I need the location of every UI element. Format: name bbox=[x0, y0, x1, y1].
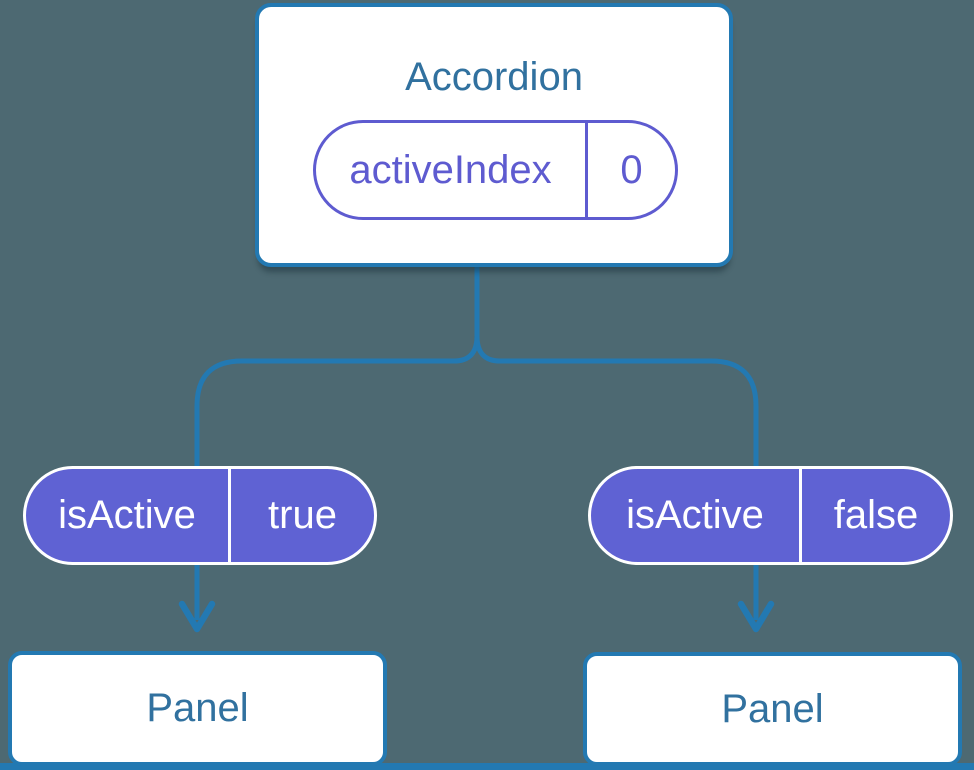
prop-name: isActive bbox=[626, 493, 764, 537]
pill-divider bbox=[228, 469, 231, 562]
connector-branch-right bbox=[474, 335, 759, 620]
panel-label: Panel bbox=[146, 686, 249, 730]
arrow-down-icon bbox=[737, 600, 775, 633]
prop-value: false bbox=[833, 493, 919, 537]
state-name: activeIndex bbox=[349, 147, 552, 192]
panel-label: Panel bbox=[721, 686, 824, 731]
connector-branch-left bbox=[194, 335, 480, 620]
panel-card-left: Panel bbox=[8, 651, 387, 766]
component-title: Accordion bbox=[405, 55, 583, 99]
arrow-down-icon bbox=[178, 600, 216, 633]
prop-value: true bbox=[268, 493, 337, 537]
accordion-component-card: Accordion activeIndex 0 bbox=[255, 3, 733, 267]
bottom-edge-line bbox=[0, 763, 974, 770]
state-pill-activeindex: activeIndex 0 bbox=[313, 120, 678, 220]
prop-pill-isactive-false: isActive false bbox=[588, 466, 953, 565]
prop-pill-isactive-true: isActive true bbox=[23, 466, 377, 565]
panel-card-right: Panel bbox=[583, 652, 962, 766]
pill-divider bbox=[585, 123, 588, 217]
prop-name: isActive bbox=[58, 493, 196, 537]
state-value: 0 bbox=[620, 147, 643, 192]
pill-divider bbox=[799, 469, 802, 562]
